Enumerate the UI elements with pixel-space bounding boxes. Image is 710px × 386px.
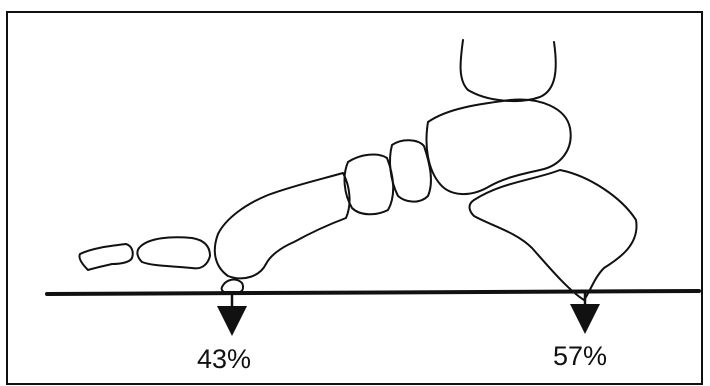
calcaneus-bone [470,170,637,300]
proximal-phalanx-bone [137,237,210,268]
talus-bone [427,100,571,195]
ground-line [47,291,699,294]
heel-load-label: 57% [553,343,607,370]
distal-phalanx-bone [79,244,132,270]
navicular-bone [390,140,431,201]
forefoot-load-arrow [217,294,247,336]
heel-load-arrow [570,292,600,334]
metatarsal-bone [215,173,350,278]
forefoot-load-label: 43% [197,346,251,373]
tibia-bone [461,40,556,101]
sesamoid-bone [222,280,243,292]
cuneiform-bone [345,155,394,215]
